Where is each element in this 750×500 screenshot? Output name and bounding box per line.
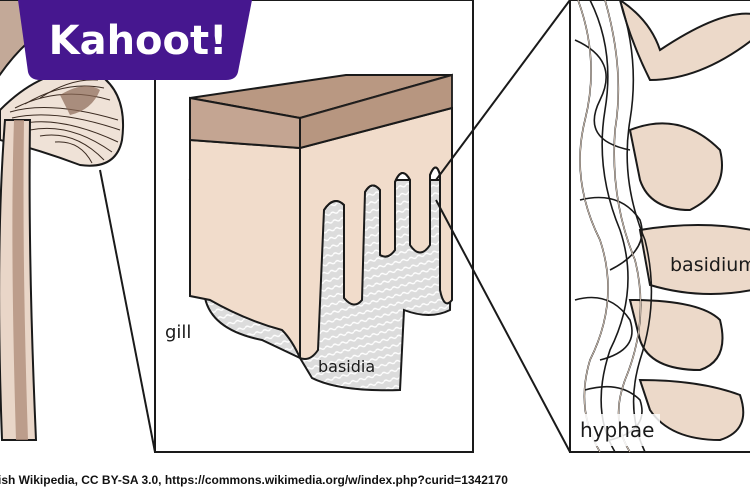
block-front-face bbox=[189, 138, 301, 359]
hyphae-label-bg bbox=[576, 414, 660, 446]
kahoot-logo-text: Kahoot! bbox=[49, 18, 228, 64]
label-basidia: basidia bbox=[318, 357, 375, 376]
kahoot-logo: Kahoot! bbox=[18, 0, 252, 80]
label-gill: gill bbox=[165, 322, 191, 343]
image-credit: ish Wikipedia, CC BY-SA 3.0, https://com… bbox=[0, 468, 750, 492]
label-basidium: basidium bbox=[670, 254, 750, 276]
image-credit-text: ish Wikipedia, CC BY-SA 3.0, https://com… bbox=[0, 473, 508, 487]
label-hyphae: hyphae bbox=[580, 418, 654, 442]
hyphae-closeup-panel: hyphae basidium bbox=[569, 0, 750, 453]
gill-block-panel: gill basidia bbox=[154, 0, 571, 453]
